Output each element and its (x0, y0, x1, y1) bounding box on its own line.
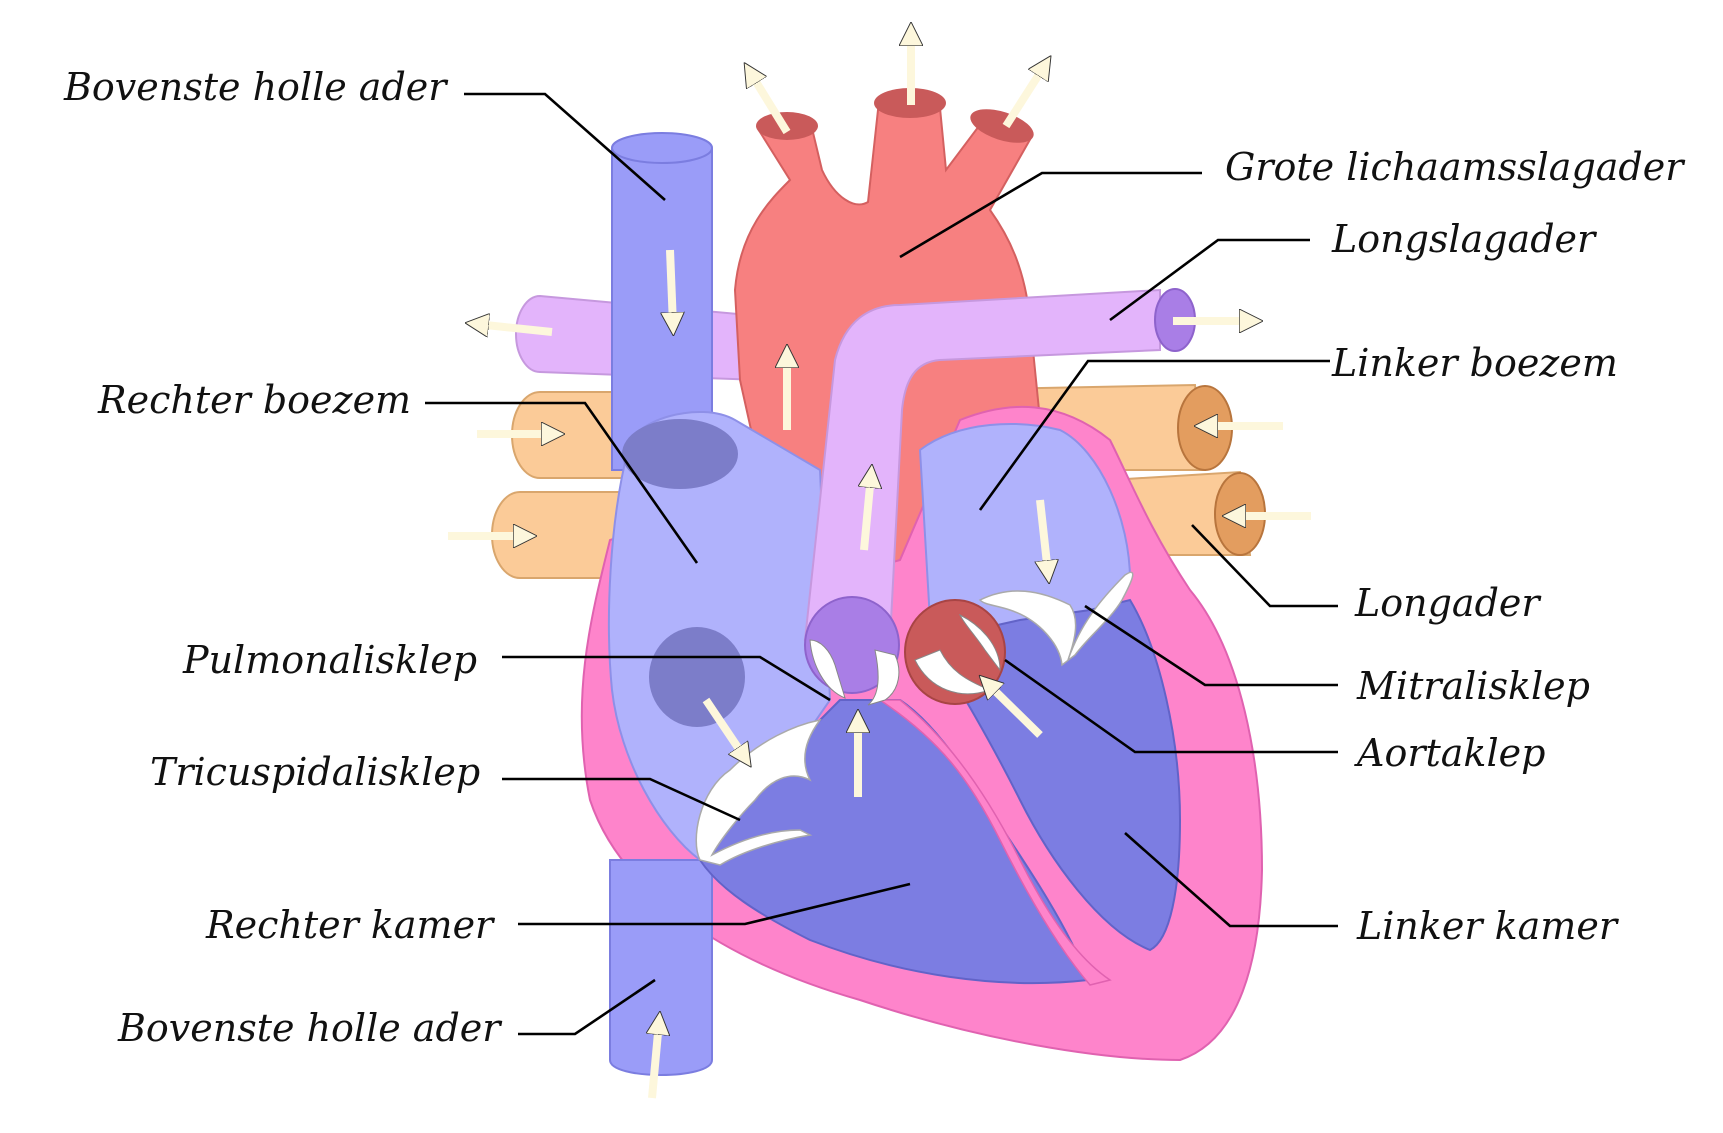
aorta-branch-opening-3 (970, 109, 1034, 143)
label-mitral-valve: Mitralisklep (1357, 664, 1590, 708)
label-aortic-valve: Aortaklep (1357, 731, 1546, 775)
leader-tricuspid-valve (502, 777, 741, 822)
leader-pulmonary-vein (1191, 524, 1338, 608)
label-pulmonary-vein: Longader (1355, 581, 1540, 625)
arrow-aorta-right (1002, 65, 1045, 129)
leader-superior-vena-cava (464, 92, 666, 201)
vena-cava-entry-top (622, 419, 738, 489)
mitral-valve (978, 571, 1134, 667)
leader-inferior-vena-cava (518, 978, 656, 1036)
leader-aortic-valve (1004, 658, 1338, 754)
label-left-ventricle: Linker kamer (1357, 904, 1617, 948)
arrow-left-atrium-down (1040, 499, 1048, 573)
arrow-right-atrium-down (702, 697, 745, 758)
leader-aorta (899, 171, 1202, 259)
arrow-aorta-left (750, 72, 791, 135)
leader-right-atrium (425, 401, 699, 564)
label-pulmonary-artery: Longslagader (1332, 217, 1596, 261)
left-atrium (918, 423, 1132, 641)
leader-pulmonary-artery (1109, 238, 1310, 322)
pulmonary-artery (803, 288, 1161, 641)
arrow-pulmonary-right (476, 324, 553, 332)
label-superior-vena-cava: Bovenste holle ader (64, 65, 447, 109)
label-aorta: Grote lichaamsslagader (1225, 145, 1684, 189)
arrow-pulmonary-trunk (864, 475, 871, 551)
label-pulmonary-valve: Pulmonalisklep (183, 638, 478, 682)
superior-vena-cava-opening (611, 132, 713, 164)
label-tricuspid-valve: Tricuspidalisklep (150, 750, 481, 794)
leader-left-atrium (978, 359, 1330, 511)
vena-cava-entry-bottom (649, 627, 745, 727)
pulmonary-vein-right-lower (491, 491, 641, 579)
pulmonary-valve (804, 596, 900, 706)
arrow-vena-cava-down (670, 249, 673, 325)
leader-pulmonary-valve (502, 655, 831, 702)
flow-arrows (448, 33, 1311, 1099)
interventricular-septum (877, 699, 1112, 986)
label-right-ventricle: Rechter kamer (206, 903, 494, 947)
inferior-vena-cava (609, 859, 713, 1076)
leader-left-ventricle (1124, 832, 1338, 928)
arrow-inferior-vena-cava-up (652, 1022, 659, 1099)
label-inferior-vena-cava: Bovenste holle ader (118, 1006, 501, 1050)
tricuspid-valve (695, 718, 822, 866)
label-left-atrium: Linker boezem (1332, 341, 1618, 385)
leader-mitral-valve (1084, 604, 1338, 687)
arrow-left-ventricle-up (987, 683, 1043, 738)
leader-right-ventricle (518, 882, 911, 926)
label-right-atrium: Rechter boezem (98, 378, 412, 422)
